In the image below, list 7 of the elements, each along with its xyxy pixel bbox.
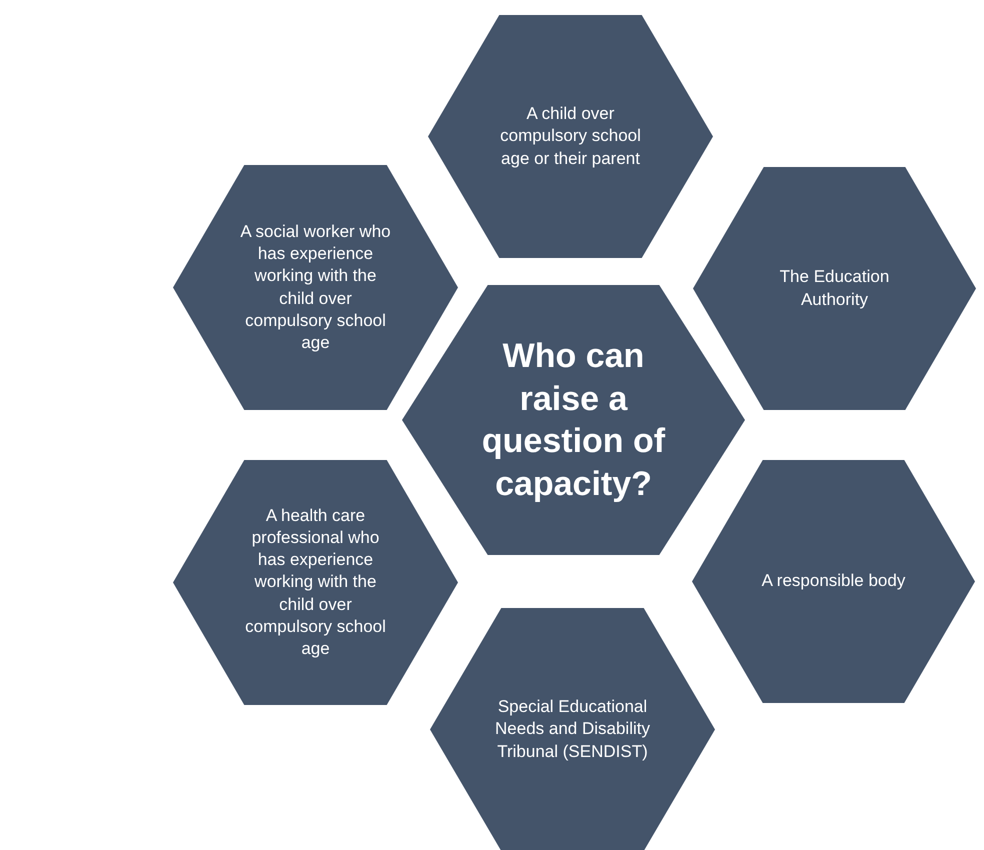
hexagon-label: The Education Authority [778, 266, 890, 310]
hexagon-label: A responsible body [762, 570, 906, 592]
hexagon-label: A health care professional who has experience working with the child over compulsory school age [244, 505, 387, 660]
hexagon-label: Special Educational Needs and Disability Tribunal (SENDIST) [494, 696, 651, 763]
hexagon-label: A social worker who has experience working with the child over compulsory school age [239, 221, 392, 354]
hexagon-label: A child over compulsory school age or their parent [499, 103, 642, 170]
central-question: Who can raise a question of capacity? [480, 336, 666, 504]
